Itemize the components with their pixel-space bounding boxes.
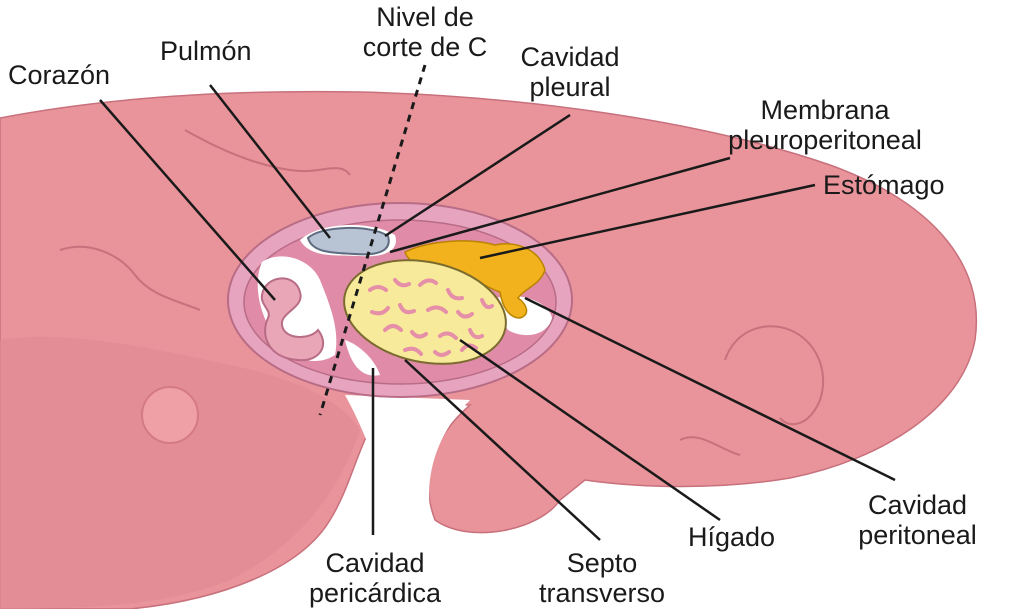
- lung: [308, 228, 389, 254]
- label-nivel-corte-line2: corte de C: [325, 32, 525, 62]
- label-cavidad-pericardica-line1: Cavidad: [290, 548, 460, 578]
- label-septo: Septo transverso: [522, 548, 682, 608]
- label-estomago: Estómago: [823, 170, 945, 200]
- label-pulmon: Pulmón: [160, 36, 252, 66]
- label-higado: Hígado: [688, 522, 775, 552]
- label-cavidad-pericardica: Cavidad pericárdica: [290, 548, 460, 608]
- label-cavidad-pleural-line2: pleural: [500, 72, 640, 102]
- label-cavidad-peritoneal-line2: peritoneal: [830, 520, 1005, 550]
- label-cavidad-pleural: Cavidad pleural: [500, 42, 640, 102]
- label-membrana: Membrana pleuroperitoneal: [700, 95, 950, 155]
- label-cavidad-pericardica-line2: pericárdica: [290, 578, 460, 608]
- label-septo-line1: Septo: [522, 548, 682, 578]
- label-cavidad-peritoneal-line1: Cavidad: [830, 490, 1005, 520]
- label-cavidad-pleural-line1: Cavidad: [500, 42, 640, 72]
- label-nivel-corte: Nivel de corte de C: [325, 2, 525, 62]
- label-corazon: Corazón: [8, 60, 110, 90]
- label-cavidad-peritoneal: Cavidad peritoneal: [830, 490, 1005, 550]
- label-septo-line2: transverso: [522, 578, 682, 608]
- label-membrana-line2: pleuroperitoneal: [700, 125, 950, 155]
- label-membrana-line1: Membrana: [700, 95, 950, 125]
- umbilical-bump: [142, 387, 198, 443]
- label-nivel-corte-line1: Nivel de: [325, 2, 525, 32]
